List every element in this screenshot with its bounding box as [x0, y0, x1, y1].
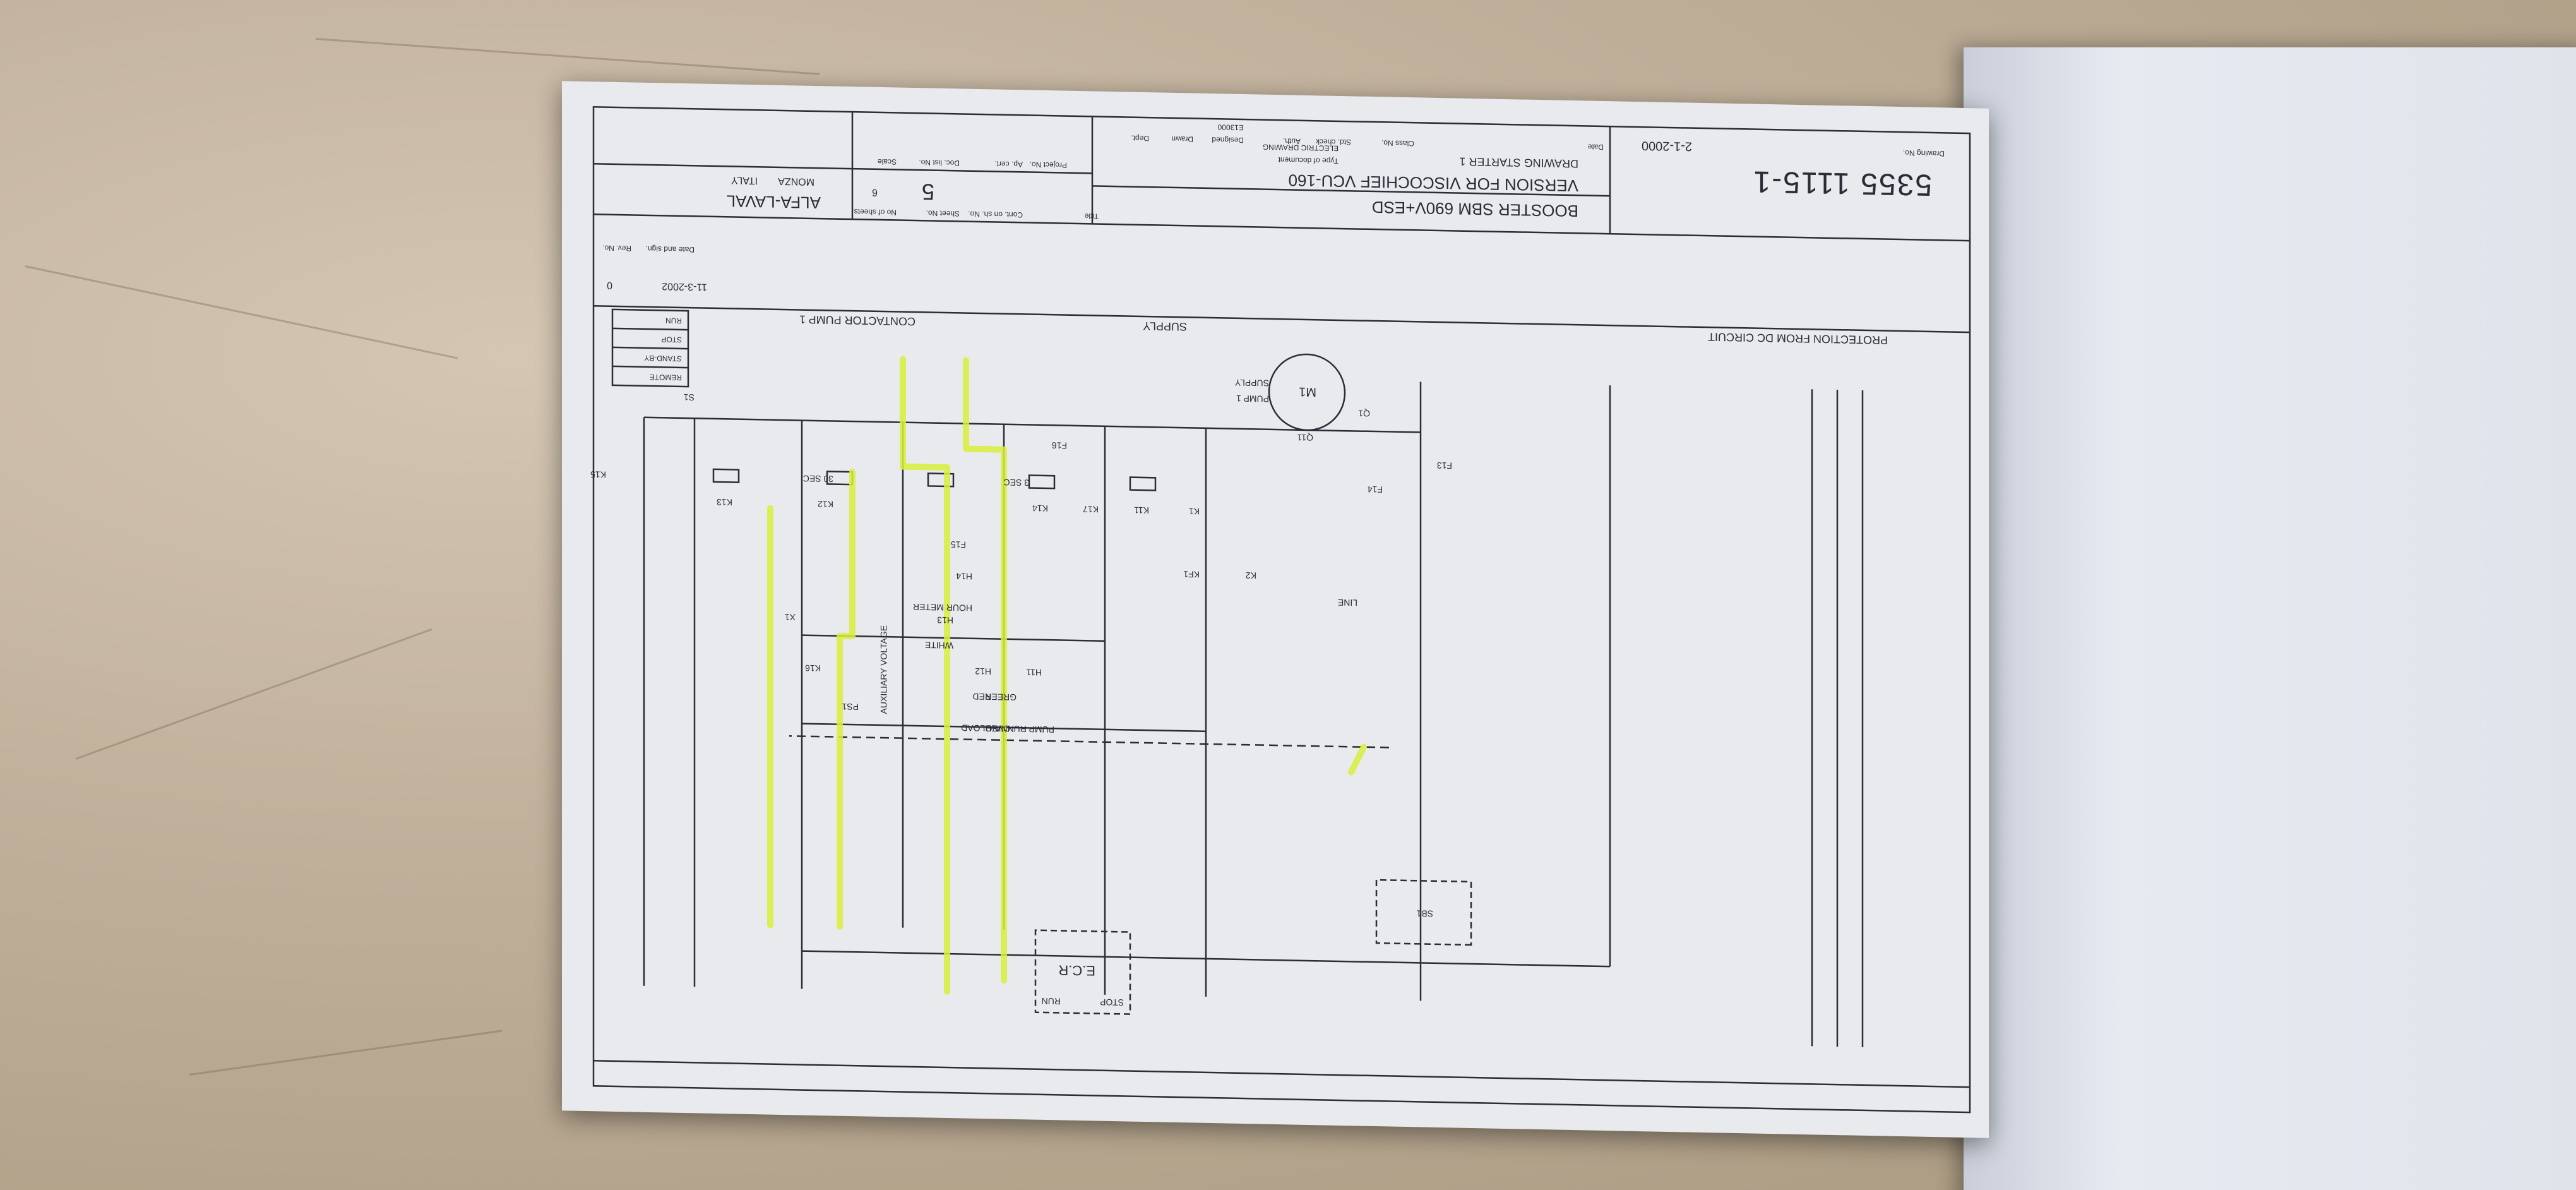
- schematic-lines: [592, 105, 1971, 1114]
- label-k16: K16: [805, 663, 821, 674]
- label-hour-meter: HOUR METER: [912, 601, 972, 613]
- label-k12: K12: [818, 499, 833, 510]
- label-k14: K14: [1032, 503, 1048, 514]
- label-3-sec: 3 SEC: [1003, 477, 1029, 488]
- rev-date-label: Date and sign.: [645, 244, 695, 255]
- marble-vein: [25, 265, 458, 359]
- label-k13: K13: [717, 497, 732, 508]
- drawing-title-line3: DRAWING STARTER 1: [1459, 155, 1578, 171]
- label-s1: S1: [683, 392, 695, 403]
- designed-label: Designed: [1212, 135, 1244, 145]
- sheets-label: No of sheets: [854, 207, 897, 217]
- rev-date: 11-3-2002: [662, 280, 707, 292]
- label-pump-running: PUMP RUNNING: [985, 723, 1054, 735]
- label-motor: M1: [1299, 384, 1316, 399]
- label-stop-2: STOP: [661, 335, 682, 344]
- label-supply: SUPPLY: [1143, 319, 1187, 334]
- designed-by: E13000: [1217, 123, 1244, 133]
- project-label: Project No.: [1029, 160, 1067, 170]
- label-h14: H14: [956, 571, 972, 582]
- label-f15: F15: [950, 539, 966, 550]
- drawing-no-label: Drawing No.: [1902, 148, 1945, 159]
- label-h12: H12: [975, 666, 991, 677]
- schematic-diagram: SUPPLY CONTACTOR PUMP 1 PROTECTION FROM …: [562, 81, 1989, 1138]
- label-k15: K15: [590, 469, 606, 480]
- marble-vein: [75, 628, 432, 760]
- scale-label: Scale: [877, 157, 897, 167]
- sheet-count: 6: [872, 186, 878, 198]
- drawing-title-line1: BOOSTER SBM 690V+ESD: [1371, 197, 1578, 221]
- location-city: MONZA: [778, 175, 814, 187]
- label-remote: REMOTE: [649, 372, 682, 382]
- label-green: GREEN: [985, 692, 1017, 703]
- label-30-sec: 30 SEC: [802, 473, 833, 484]
- label-stop: STOP: [1100, 997, 1124, 1008]
- label-run: RUN: [1041, 995, 1061, 1007]
- rev-label: Rev. No.: [602, 243, 631, 253]
- label-auxiliary-voltage: AUXILIARY VOLTAGE: [878, 625, 889, 714]
- company-name: ALFA-LAVAL: [726, 191, 821, 213]
- label-ecr: E.C.R: [1058, 962, 1095, 979]
- label-run-2: RUN: [665, 316, 682, 325]
- label-k17: K17: [1083, 504, 1099, 515]
- label-line: LINE: [1337, 597, 1357, 608]
- dept-label: Dept.: [1131, 133, 1149, 143]
- label-x1: X1: [784, 612, 796, 623]
- doc-list-label: Doc. list No.: [919, 158, 960, 168]
- marble-vein: [189, 1030, 503, 1076]
- marble-vein: [315, 38, 820, 75]
- label-white: WHITE: [924, 640, 953, 651]
- label-k1: K1: [1188, 506, 1200, 517]
- label-h13: H13: [937, 615, 953, 626]
- label-kf1: KF1: [1183, 569, 1200, 580]
- drawing-title-line2: VERSION FOR VISCOCHIEF VCU-160: [1288, 171, 1578, 196]
- drawing-number: 5355 1115-1: [1752, 164, 1932, 201]
- label-supply-2: SUPPLY: [1234, 377, 1269, 388]
- location-country: ITALY: [730, 174, 758, 186]
- label-contactor-pump: CONTACTOR PUMP 1: [799, 313, 915, 328]
- label-h11: H11: [1026, 667, 1042, 678]
- ap-cert: Ap. cert.: [994, 159, 1023, 169]
- class-label: Class No.: [1381, 138, 1414, 148]
- label-standby: STAND-BY: [644, 353, 682, 363]
- label-f14: F14: [1367, 484, 1383, 495]
- title-label: Title: [1084, 212, 1099, 221]
- label-f16: F16: [1051, 440, 1067, 451]
- label-q1: Q1: [1358, 408, 1370, 419]
- date-label: Date: [1587, 142, 1604, 152]
- drawing-date: 2-1-2000: [1641, 138, 1692, 153]
- label-ps1: PS1: [842, 701, 859, 712]
- sheet-label: Sheet No.: [926, 208, 960, 219]
- label-q11: Q11: [1297, 432, 1313, 443]
- rev-number: 0: [607, 279, 612, 291]
- std-check-label: Std. check: [1315, 137, 1351, 147]
- label-sb1: SB1: [1416, 908, 1433, 919]
- auth-label: Auth.: [1282, 136, 1301, 146]
- label-f13: F13: [1436, 460, 1452, 471]
- schematic-sheet: SUPPLY CONTACTOR PUMP 1 PROTECTION FROM …: [562, 81, 1989, 1138]
- label-k2: K2: [1245, 570, 1256, 581]
- label-k11: K11: [1134, 505, 1149, 516]
- binder-right-page: [1964, 47, 2576, 1190]
- doc-type-label: Type of document: [1278, 155, 1339, 165]
- sheet-number: 5: [920, 179, 934, 205]
- drawn-label: Drawn: [1171, 134, 1193, 144]
- label-pump: PUMP 1: [1236, 393, 1269, 404]
- cont-label: Cont. on sh. No.: [968, 209, 1023, 220]
